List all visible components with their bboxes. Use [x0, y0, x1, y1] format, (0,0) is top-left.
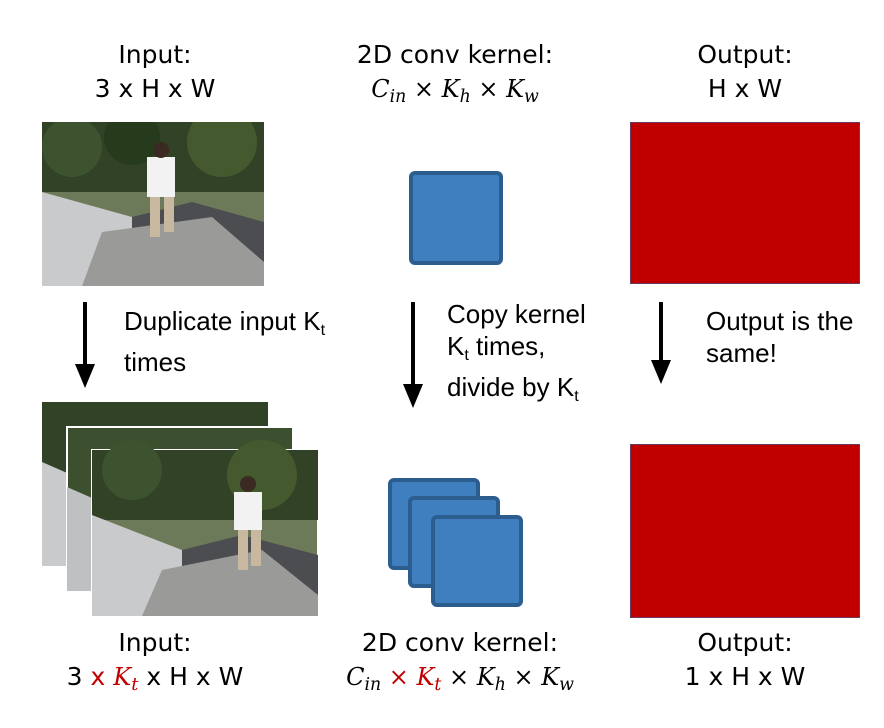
- kernel-dims-top: Cin × Kh × Kw: [371, 75, 539, 107]
- stacked-input-photos: [42, 402, 319, 617]
- input-dims-top: 3 x H x W: [94, 74, 216, 103]
- input-photo: [42, 122, 264, 286]
- output-dims-top: H x W: [707, 74, 783, 103]
- output-label-top: Output:: [697, 40, 793, 69]
- stacked-kernels: [388, 478, 523, 607]
- kernel-square: [409, 171, 503, 265]
- output-header-top: Output: H x W: [650, 38, 840, 106]
- down-arrow-icon: [75, 302, 95, 388]
- output-header-bottom: Output: 1 x H x W: [650, 626, 840, 694]
- kernel-dims-bottom: Cin × Kt × Kh × Kw: [346, 663, 574, 695]
- duplicate-caption: Duplicate input Kt times: [124, 306, 326, 377]
- output-dims-bottom: 1 x H x W: [684, 662, 806, 691]
- input-label-top: Input:: [118, 40, 192, 69]
- down-arrow-icon: [403, 302, 423, 408]
- output-map-top: [630, 122, 860, 284]
- input-header-top: Input: 3 x H x W: [60, 38, 250, 106]
- output-map-bottom: [630, 444, 860, 618]
- kernel-header-top: 2D conv kernel: Cin × Kh × Kw: [330, 38, 580, 114]
- copy-kernel-caption: Copy kernel Kt times, divide by Kt: [447, 299, 586, 405]
- input-dims-bottom: 3 x Kt x H x W: [66, 662, 244, 696]
- kernel-label-top: 2D conv kernel:: [356, 40, 554, 69]
- down-arrow-icon: [651, 302, 671, 384]
- input-label-bottom: Input:: [118, 628, 192, 657]
- input-header-bottom: Input: 3 x Kt x H x W: [50, 626, 260, 702]
- kernel-label-bottom: 2D conv kernel:: [361, 628, 559, 657]
- output-label-bottom: Output:: [697, 628, 793, 657]
- same-output-caption: Output is the same!: [706, 306, 854, 368]
- kernel-header-bottom: 2D conv kernel: Cin × Kt × Kh × Kw: [315, 626, 605, 702]
